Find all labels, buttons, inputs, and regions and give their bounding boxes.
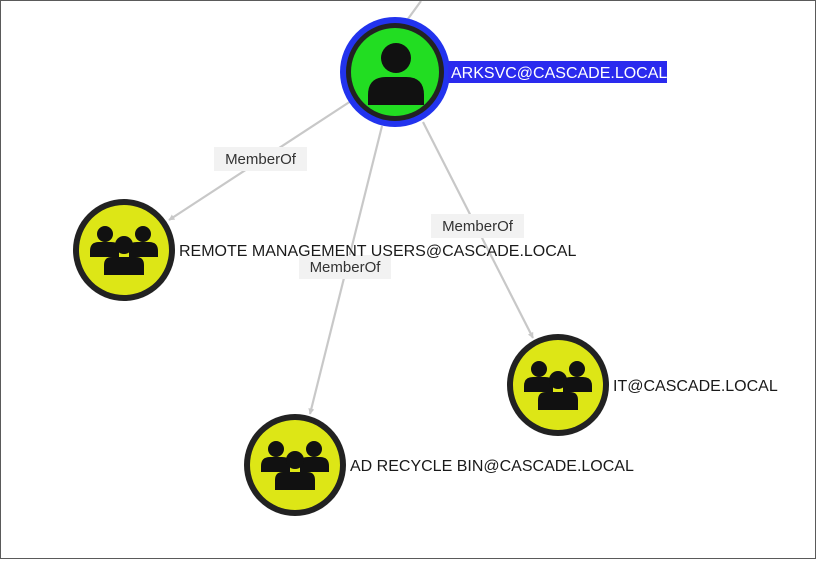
edge-label-bg: [299, 255, 391, 279]
selected-label-bg: [448, 61, 667, 83]
node-label: REMOTE MANAGEMENT USERS@CASCADE.LOCAL: [179, 243, 576, 260]
node-label: ARKSVC@CASCADE.LOCAL: [451, 65, 667, 82]
edge-memberof-ad-recycle-bin[interactable]: MemberOf: [299, 125, 391, 415]
edge-label-bg: [431, 214, 524, 238]
edge-memberof-remote-management[interactable]: MemberOf: [168, 100, 352, 221]
node-label: IT@CASCADE.LOCAL: [613, 378, 778, 395]
group-icon: [524, 361, 592, 410]
edge-memberof-it[interactable]: MemberOf: [422, 121, 534, 339]
edge-label: MemberOf: [225, 151, 297, 168]
edge-label-bg: [214, 147, 307, 171]
node-ad-recycle-bin[interactable]: AD RECYCLE BIN@CASCADE.LOCAL: [244, 414, 634, 516]
node-label: AD RECYCLE BIN@CASCADE.LOCAL: [350, 458, 634, 475]
edge-label: MemberOf: [310, 259, 382, 276]
user-icon: [368, 43, 424, 105]
group-icon: [261, 441, 329, 490]
node-remote-management-users[interactable]: REMOTE MANAGEMENT USERS@CASCADE.LOCAL: [73, 199, 576, 301]
group-icon: [90, 226, 158, 275]
node-it[interactable]: IT@CASCADE.LOCAL: [507, 334, 778, 436]
edge-label: MemberOf: [442, 218, 514, 235]
node-arksvc[interactable]: ARKSVC@CASCADE.LOCAL: [340, 17, 667, 127]
